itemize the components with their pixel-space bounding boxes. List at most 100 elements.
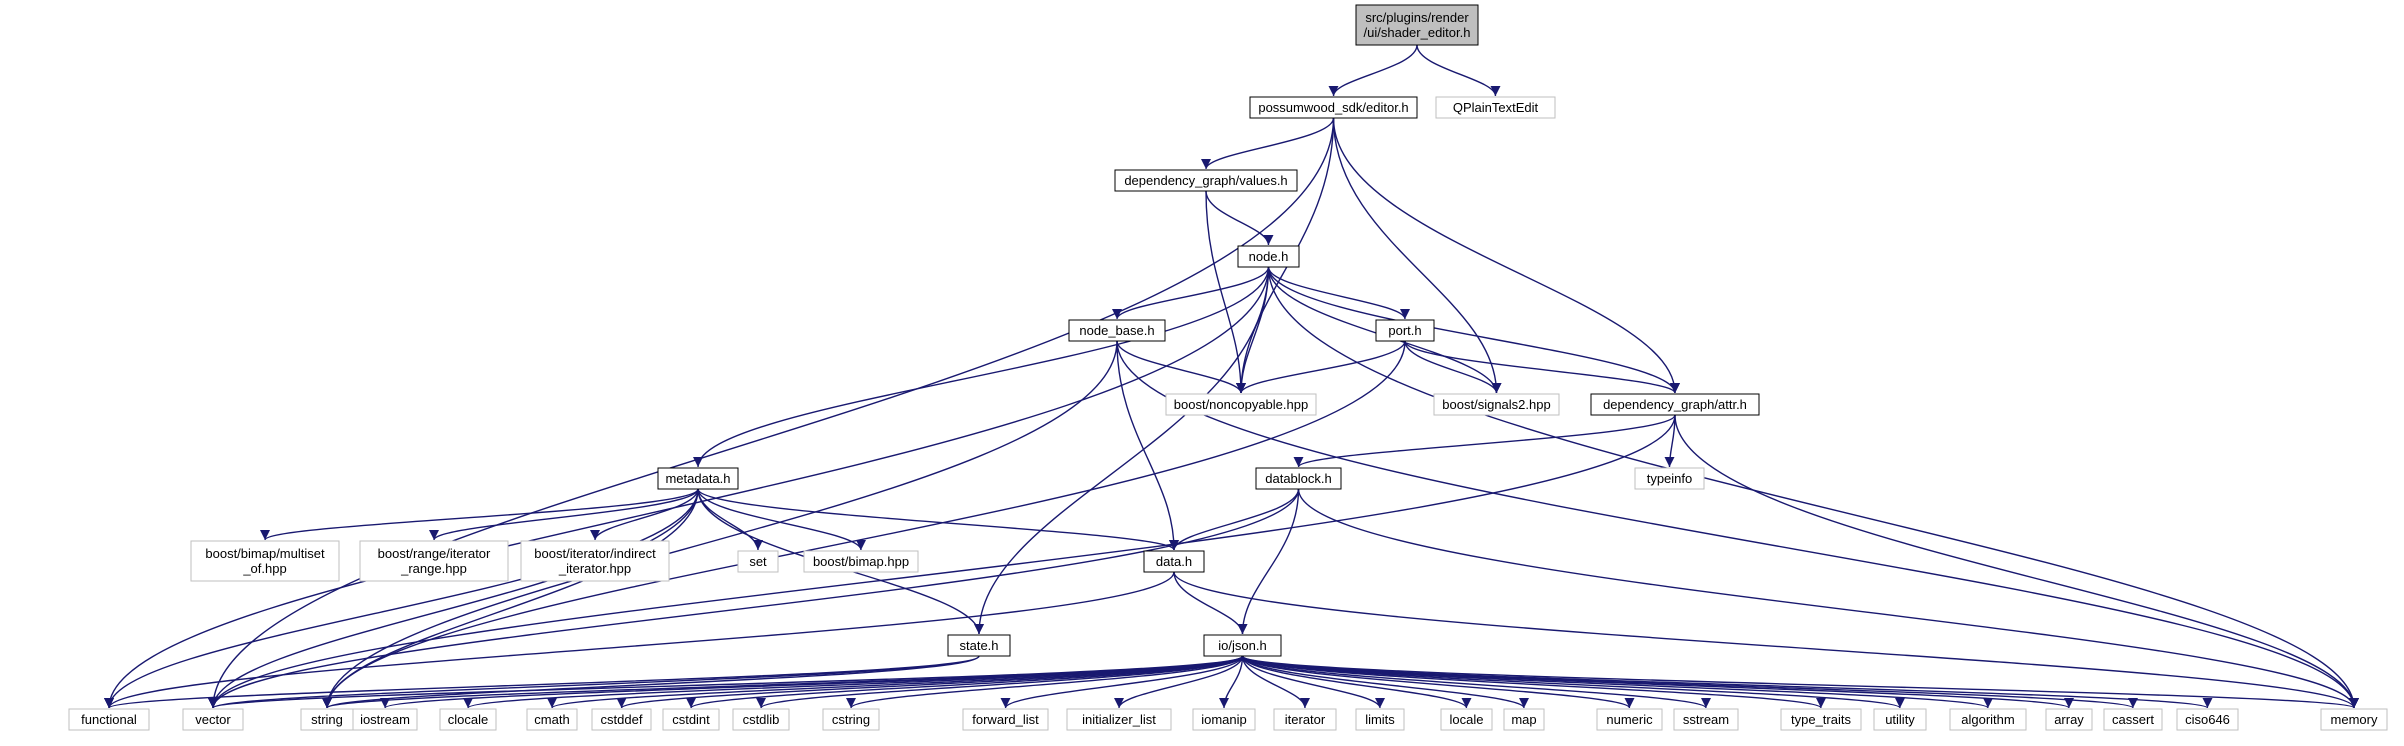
node-boost-signals2-label: boost/signals2.hpp (1442, 397, 1550, 412)
node-set-box (737, 550, 779, 573)
node-forward-list-box (962, 708, 1049, 731)
node-locale-label: locale (1450, 712, 1484, 727)
node-multiset-of: boost/bimap/multiset_of.hpp (190, 540, 340, 582)
node-locale-box (1440, 708, 1493, 731)
edge-node-h-to-node-base-h (1112, 266, 1270, 320)
edge-attr-h-to-vector (208, 414, 1676, 709)
edge-json-h-to-map (1241, 655, 1529, 709)
node-string-label: string (311, 712, 343, 727)
node-node-h[interactable]: node.h (1237, 245, 1300, 268)
node-initializer-list: initializer_list (1066, 708, 1172, 731)
node-functional-box (68, 708, 150, 731)
node-cmath-label: cmath (534, 712, 569, 727)
node-bimap-label: boost/bimap.hpp (813, 554, 909, 569)
node-vector-label: vector (195, 712, 231, 727)
edge-node-h-to-port-h (1267, 266, 1410, 320)
node-node-h-box (1237, 245, 1300, 268)
node-attr-h-label: dependency_graph/attr.h (1603, 397, 1747, 412)
node-editor-h-box (1249, 96, 1418, 119)
edge-root-to-editor-h (1328, 44, 1418, 97)
node-cstdint: cstdint (662, 708, 720, 731)
node-set-label: set (749, 554, 767, 569)
edge-json-h-to-numeric (1241, 655, 1635, 709)
node-iterator-range-label: _range.hpp (400, 561, 467, 576)
node-boost-signals2: boost/signals2.hpp (1433, 393, 1560, 416)
node-iomanip: iomanip (1192, 708, 1256, 731)
node-editor-h-label: possumwood_sdk/editor.h (1258, 100, 1408, 115)
edge-node-base-h-to-boost-noncopyable (1116, 340, 1246, 394)
node-ciso646-box (2176, 708, 2239, 731)
edge-attr-h-to-typeinfo (1664, 414, 1676, 468)
node-numeric: numeric (1596, 708, 1663, 731)
node-json-h-box (1203, 634, 1282, 657)
edge-datablock-h-to-memory (1297, 488, 2359, 709)
node-node-base-h[interactable]: node_base.h (1068, 319, 1166, 342)
edge-state-h-to-string (322, 655, 980, 709)
node-metadata-h[interactable]: metadata.h (657, 467, 739, 490)
edge-port-h-to-boost-signals2 (1404, 340, 1502, 394)
node-algorithm-label: algorithm (1961, 712, 2014, 727)
node-iterator-box (1273, 708, 1337, 731)
node-layer: src/plugins/render/ui/shader_editor.hpos… (68, 4, 2388, 731)
edge-node-h-to-attr-h (1267, 266, 1680, 394)
node-root[interactable]: src/plugins/render/ui/shader_editor.h (1355, 4, 1479, 46)
node-ciso646: ciso646 (2176, 708, 2239, 731)
node-algorithm: algorithm (1949, 708, 2027, 731)
edge-attr-h-to-memory (1674, 414, 2359, 709)
node-sstream-label: sstream (1683, 712, 1729, 727)
node-data-h-label: data.h (1156, 554, 1192, 569)
node-json-h[interactable]: io/json.h (1203, 634, 1282, 657)
node-typeinfo-label: typeinfo (1647, 471, 1693, 486)
edge-json-h-to-sstream (1241, 655, 1711, 709)
node-port-h[interactable]: port.h (1375, 319, 1435, 342)
node-limits: limits (1355, 708, 1405, 731)
node-qplaintextedit-label: QPlainTextEdit (1453, 100, 1539, 115)
node-root-label: /ui/shader_editor.h (1364, 25, 1471, 40)
edge-json-h-to-iomanip (1219, 655, 1244, 709)
node-array-label: array (2054, 712, 2084, 727)
node-iterator: iterator (1273, 708, 1337, 731)
edge-metadata-h-to-iterator-range (429, 488, 699, 541)
node-cstddef-box (591, 708, 652, 731)
node-array-box (2045, 708, 2093, 731)
node-limits-label: limits (1365, 712, 1395, 727)
node-state-h[interactable]: state.h (947, 634, 1011, 657)
edge-data-h-to-json-h (1173, 571, 1248, 635)
node-values-h[interactable]: dependency_graph/values.h (1114, 169, 1298, 192)
edge-editor-h-to-boost-signals2 (1332, 117, 1502, 394)
node-iterator-range: boost/range/iterator_range.hpp (359, 540, 509, 582)
node-iterator-range-box (359, 540, 509, 582)
edge-node-h-to-memory (1267, 266, 2359, 709)
node-functional: functional (68, 708, 150, 731)
edge-root-to-qplaintextedit (1416, 44, 1501, 97)
node-cstdint-box (662, 708, 720, 731)
edge-node-base-h-to-string (322, 340, 1118, 709)
edge-json-h-to-cstdlib (756, 655, 1244, 709)
node-boost-signals2-box (1433, 393, 1560, 416)
node-root-box (1355, 4, 1479, 46)
node-numeric-label: numeric (1606, 712, 1653, 727)
node-metadata-h-box (657, 467, 739, 490)
edge-json-h-to-cstdint (686, 655, 1244, 709)
node-json-h-label: io/json.h (1218, 638, 1266, 653)
node-datablock-h[interactable]: datablock.h (1255, 467, 1342, 490)
node-boost-noncopyable-box (1165, 393, 1317, 416)
node-cstdlib-box (732, 708, 790, 731)
node-type-traits-label: type_traits (1791, 712, 1851, 727)
node-utility-box (1873, 708, 1927, 731)
edge-port-h-to-boost-noncopyable (1236, 340, 1406, 394)
node-editor-h[interactable]: possumwood_sdk/editor.h (1249, 96, 1418, 119)
node-clocale: clocale (439, 708, 497, 731)
edge-data-h-to-functional (104, 571, 1175, 709)
node-node-base-h-box (1068, 319, 1166, 342)
node-locale: locale (1440, 708, 1493, 731)
node-array: array (2045, 708, 2093, 731)
edge-json-h-to-initializer-list (1114, 655, 1244, 709)
node-port-h-box (1375, 319, 1435, 342)
node-cstring: cstring (822, 708, 880, 731)
node-attr-h[interactable]: dependency_graph/attr.h (1590, 393, 1760, 416)
node-node-base-h-label: node_base.h (1079, 323, 1154, 338)
node-data-h[interactable]: data.h (1143, 550, 1205, 573)
node-state-h-box (947, 634, 1011, 657)
